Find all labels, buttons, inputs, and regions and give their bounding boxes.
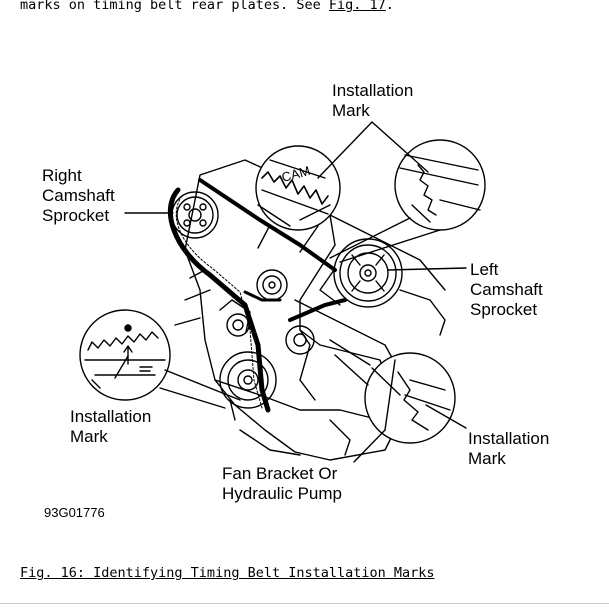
top-right-detail-circle <box>394 139 486 231</box>
label-install-left-line2: Mark <box>70 427 108 446</box>
figure-caption: Fig. 16: Identifying Timing Belt Install… <box>20 565 435 581</box>
label-right-cam-line2: Camshaft <box>42 186 115 205</box>
intro-text-line: marks on timing belt rear plates. See Fi… <box>20 0 394 13</box>
page-footer-rule <box>0 603 609 604</box>
label-install-top-line2: Mark <box>332 101 370 120</box>
intro-text-end: . <box>385 0 394 13</box>
figure-17-link[interactable]: Fig. 17 <box>328 0 386 13</box>
label-left-cam-line1: Left <box>470 260 499 279</box>
cam-mark-text: CAM <box>280 163 312 185</box>
diagram-labels: Installation Mark Right Camshaft Sprocke… <box>42 81 549 520</box>
label-left-cam-line3: Sprocket <box>470 300 537 319</box>
top-middle-detail-circle: CAM <box>255 145 341 231</box>
label-install-left-line1: Installation <box>70 407 151 426</box>
timing-belt <box>167 178 347 413</box>
intro-text: marks on timing belt rear plates. See <box>20 0 329 13</box>
right-detail-circle <box>329 339 456 444</box>
right-camshaft-sprocket <box>171 191 219 239</box>
idler-pulley <box>256 269 288 301</box>
label-install-right-line2: Mark <box>468 449 506 468</box>
left-detail-circle <box>79 309 241 409</box>
label-right-cam-line1: Right <box>42 166 82 185</box>
label-install-right-line1: Installation <box>468 429 549 448</box>
leader-lines <box>114 121 467 463</box>
crankshaft-pulley <box>219 351 277 409</box>
figure-code: 93G01776 <box>44 505 105 520</box>
tensioner-pulley <box>219 299 251 337</box>
label-install-top-line1: Installation <box>332 81 413 100</box>
detail-connectors <box>257 217 441 263</box>
water-pump-pulley <box>285 325 315 355</box>
label-fan-bracket-line1: Fan Bracket Or <box>222 464 338 483</box>
label-fan-bracket-line2: Hydraulic Pump <box>222 484 342 503</box>
label-left-cam-line2: Camshaft <box>470 280 543 299</box>
label-right-cam-line3: Sprocket <box>42 206 109 225</box>
left-camshaft-sprocket <box>319 238 403 308</box>
